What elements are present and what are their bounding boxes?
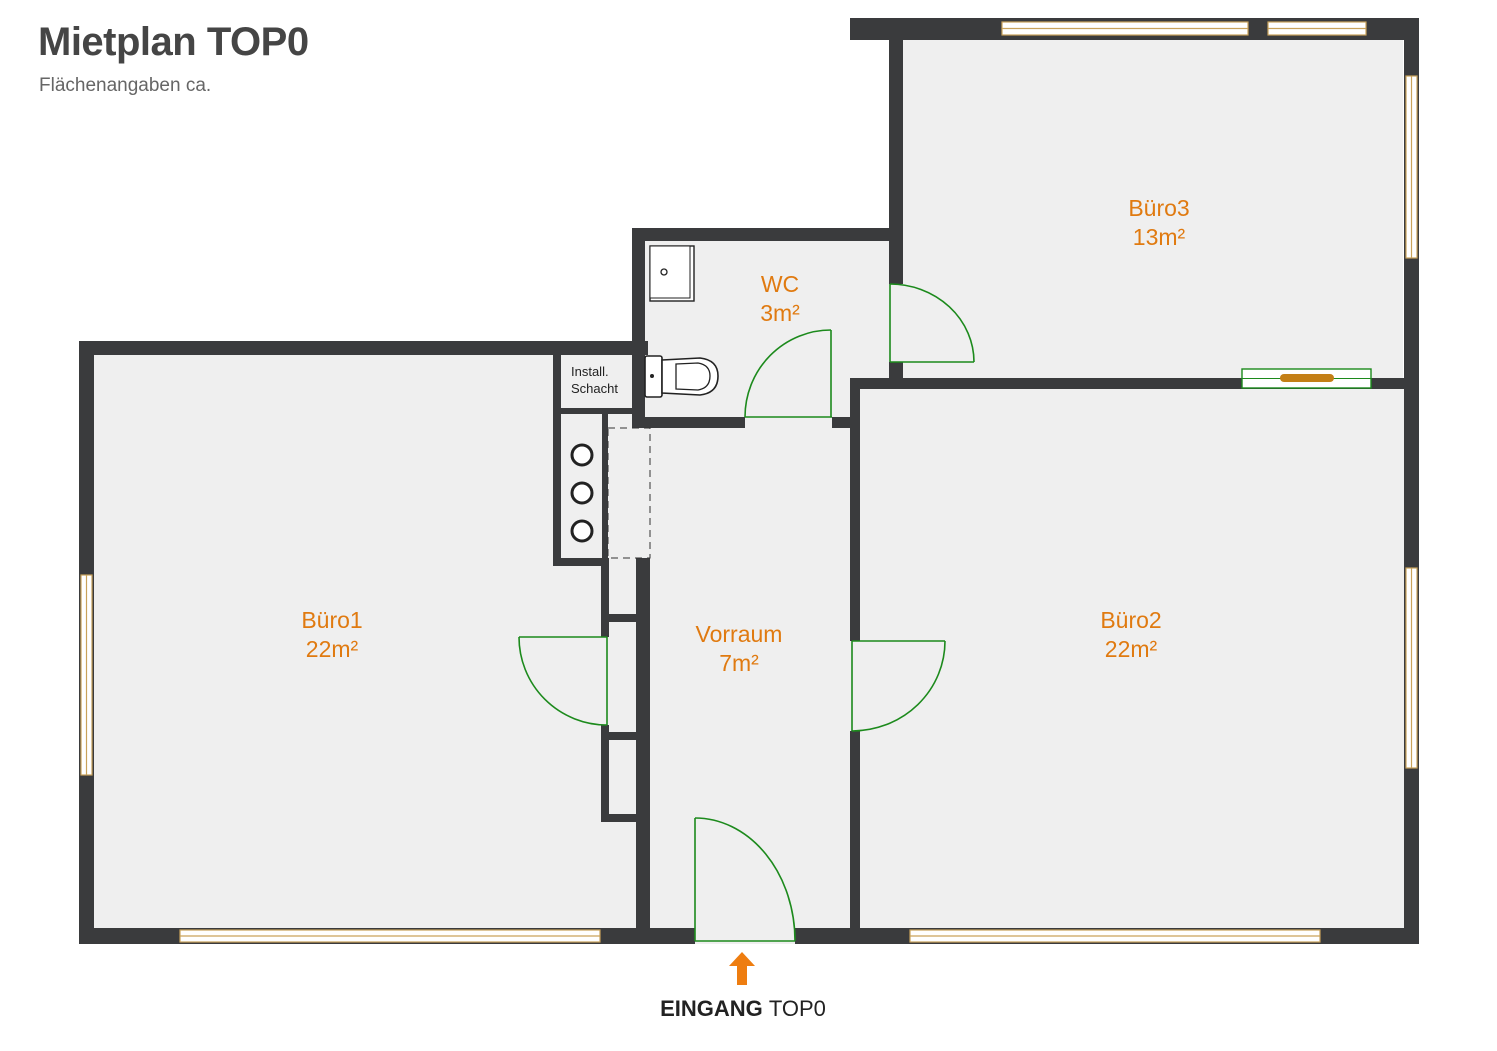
wall-wc-bottom-right bbox=[832, 417, 860, 428]
room-area-vorraum: 7m² bbox=[719, 650, 759, 676]
wc-fixtures bbox=[644, 245, 719, 398]
shaft-label-line2: Schacht bbox=[571, 381, 618, 396]
shaft-label-line1: Install. bbox=[571, 364, 609, 379]
window-buero3-top-left bbox=[1001, 21, 1249, 36]
room-name-buero1: Büro1 bbox=[301, 607, 362, 633]
floor-shaft bbox=[561, 356, 633, 408]
wall-buero3-left bbox=[889, 18, 903, 284]
entrance-label-regular: TOP0 bbox=[769, 996, 826, 1021]
page-title: Mietplan TOP0 bbox=[38, 20, 309, 64]
wall-shaft-left bbox=[553, 341, 561, 566]
floor-buero1 bbox=[94, 355, 636, 928]
window-buero2-bottom bbox=[909, 929, 1321, 943]
niche-3 bbox=[609, 740, 636, 814]
floor-vorraum bbox=[650, 428, 850, 928]
entrance-label-bold: EINGANG bbox=[660, 996, 763, 1021]
door-buero3[interactable] bbox=[889, 283, 975, 363]
room-area-buero2: 22m² bbox=[1105, 636, 1158, 662]
room-labels: Büro1 22m² Büro2 22m² Büro3 13m² WC 3m² … bbox=[301, 195, 1189, 676]
room-area-buero3: 13m² bbox=[1133, 224, 1186, 250]
wall-wc-left bbox=[632, 228, 645, 428]
wall-niche-bottom bbox=[601, 814, 650, 822]
window-buero1-bottom bbox=[179, 929, 601, 943]
shaft-pipes bbox=[570, 443, 594, 543]
wall-duct-right bbox=[602, 414, 608, 558]
window-buero2-right bbox=[1405, 567, 1418, 769]
room-name-wc: WC bbox=[761, 271, 799, 297]
room-area-buero1: 22m² bbox=[306, 636, 359, 662]
window-buero3-right bbox=[1405, 75, 1418, 259]
windows bbox=[80, 21, 1418, 943]
door-wc[interactable] bbox=[744, 329, 832, 428]
interior-window bbox=[1241, 368, 1372, 389]
room-name-buero3: Büro3 bbox=[1128, 195, 1189, 221]
sink-icon bbox=[649, 245, 695, 302]
niche-1 bbox=[609, 562, 636, 614]
door-buero1[interactable] bbox=[518, 636, 608, 726]
room-name-vorraum: Vorraum bbox=[696, 621, 783, 647]
wall-wc-top bbox=[632, 228, 903, 241]
page-subtitle: Flächenangaben ca. bbox=[39, 75, 212, 96]
room-floors bbox=[94, 40, 1404, 928]
floor-buero2 bbox=[860, 389, 1404, 928]
door-gap-buero1 bbox=[601, 637, 609, 725]
dashed-outline bbox=[607, 427, 651, 559]
entrance-arrow-icon bbox=[729, 952, 755, 985]
floor-buero3 bbox=[903, 40, 1403, 378]
wall-wc-bottom-left bbox=[645, 417, 745, 428]
wall-shaft-bottom bbox=[561, 408, 645, 414]
window-buero1-left bbox=[80, 574, 93, 776]
pipe-icon bbox=[570, 519, 594, 543]
door-entrance[interactable] bbox=[694, 817, 796, 944]
pipe-icon bbox=[570, 481, 594, 505]
wall-niche-sep1 bbox=[601, 614, 650, 622]
wall-niche-sep2 bbox=[601, 732, 650, 740]
wall-duct-bottom bbox=[553, 558, 608, 566]
wall-buero3-left-lower bbox=[889, 362, 903, 378]
window-handle-icon bbox=[1280, 374, 1334, 382]
pipe-icon bbox=[570, 443, 594, 467]
room-area-wc: 3m² bbox=[760, 300, 800, 326]
room-name-buero2: Büro2 bbox=[1100, 607, 1161, 633]
toilet-icon bbox=[644, 355, 719, 398]
window-buero3-top-right bbox=[1267, 21, 1367, 36]
door-buero2[interactable] bbox=[850, 640, 946, 732]
doors[interactable] bbox=[518, 283, 975, 944]
wall-buero1-vorraum bbox=[636, 558, 650, 944]
floor-corridor bbox=[608, 428, 650, 558]
wall-buero3-buero2 bbox=[850, 378, 1419, 389]
wall-buero1-top bbox=[79, 341, 648, 355]
niche-2 bbox=[609, 622, 636, 732]
